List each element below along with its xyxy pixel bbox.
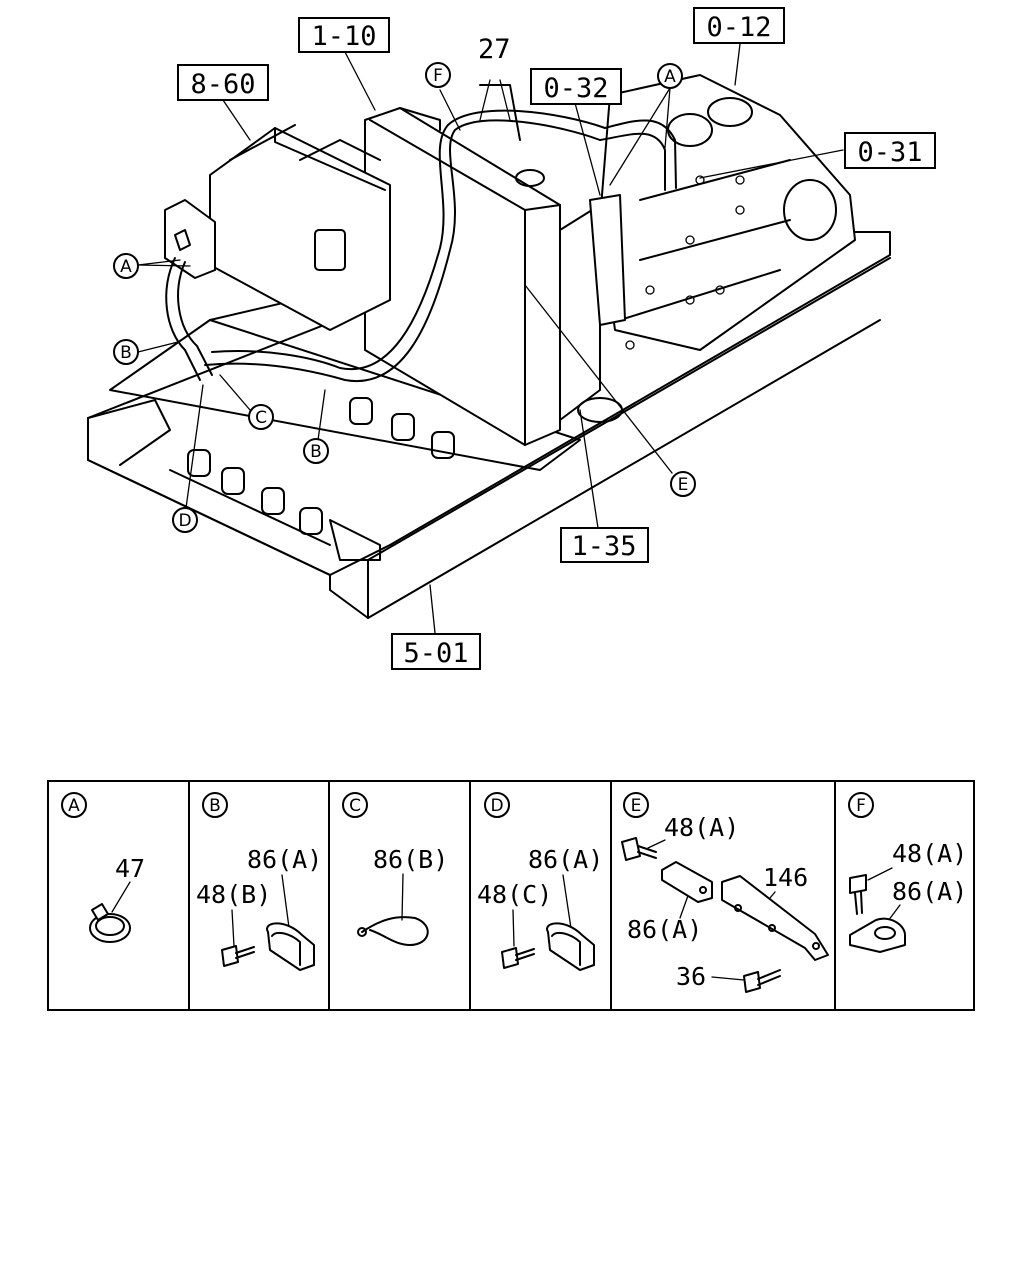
- callout-d: D: [172, 507, 198, 533]
- callout-a-top: A: [657, 63, 683, 89]
- ref-5-01[interactable]: 5-01: [391, 633, 481, 670]
- svg-text:86(A): 86(A): [528, 845, 603, 874]
- detail-panel-c: C 86(B): [342, 792, 448, 946]
- wire-clip-icon: [357, 916, 429, 946]
- callout-a-left: A: [113, 253, 139, 279]
- svg-text:C: C: [255, 408, 267, 428]
- clip-icon: [546, 922, 595, 971]
- svg-text:146: 146: [763, 863, 808, 892]
- svg-text:A: A: [664, 67, 676, 87]
- svg-text:E: E: [678, 475, 689, 495]
- svg-text:86(A): 86(A): [627, 915, 702, 944]
- svg-text:8-60: 8-60: [190, 69, 255, 100]
- svg-text:F: F: [433, 66, 443, 86]
- heater-unit: [164, 124, 391, 331]
- svg-text:C: C: [349, 796, 361, 816]
- ref-1-35[interactable]: 1-35: [560, 527, 649, 563]
- svg-text:B: B: [310, 442, 322, 462]
- svg-text:A: A: [120, 257, 132, 277]
- detail-table: A 47 B 86(A) 48(B): [47, 780, 975, 1011]
- detail-panel-d: D 86(A) 48(C): [477, 792, 603, 971]
- engine-block: [589, 74, 856, 351]
- svg-text:A: A: [68, 796, 80, 816]
- svg-text:48(C): 48(C): [477, 880, 552, 909]
- clip-icon: [661, 861, 713, 903]
- bracket-icon: [721, 875, 829, 961]
- ref-0-32[interactable]: 0-32: [530, 68, 622, 105]
- svg-text:B: B: [120, 343, 132, 363]
- hose-clamp-icon: [89, 903, 131, 943]
- detail-panel-f: F 48(A) 86(A): [848, 792, 967, 953]
- svg-text:B: B: [209, 796, 221, 816]
- ref-8-60[interactable]: 8-60: [177, 64, 269, 101]
- ref-0-12[interactable]: 0-12: [693, 7, 785, 44]
- svg-text:D: D: [178, 511, 191, 531]
- main-assembly-view: 1-10 8-60 0-12 0-32 0-31 1-35 5-01 27: [87, 7, 936, 670]
- ref-0-31[interactable]: 0-31: [844, 132, 936, 169]
- svg-text:47: 47: [115, 854, 145, 883]
- svg-text:48(B): 48(B): [196, 880, 271, 909]
- bolt-icon: [743, 969, 781, 993]
- callout-b-left: B: [113, 339, 139, 365]
- svg-text:5-01: 5-01: [403, 638, 468, 669]
- part-27-label: 27: [478, 34, 511, 65]
- callout-c: C: [248, 404, 274, 430]
- clip-icon: [849, 917, 906, 953]
- svg-text:0-12: 0-12: [706, 12, 771, 43]
- callout-e: E: [670, 471, 696, 497]
- bolt-icon: [621, 837, 657, 861]
- svg-text:1-10: 1-10: [311, 21, 376, 52]
- clip-icon: [266, 922, 315, 971]
- ref-1-10[interactable]: 1-10: [298, 17, 390, 53]
- svg-text:1-35: 1-35: [571, 531, 636, 562]
- svg-text:E: E: [631, 796, 642, 816]
- svg-text:48(A): 48(A): [892, 839, 967, 868]
- bolt-icon: [501, 947, 535, 969]
- svg-text:48(A): 48(A): [664, 813, 739, 842]
- svg-text:86(B): 86(B): [373, 845, 448, 874]
- svg-text:0-31: 0-31: [857, 137, 922, 168]
- callout-f: F: [425, 62, 451, 88]
- bolt-icon: [849, 874, 867, 915]
- radiator-tank: [364, 84, 623, 446]
- svg-text:86(A): 86(A): [247, 845, 322, 874]
- svg-text:36: 36: [676, 962, 706, 991]
- callout-b-lower: B: [303, 438, 329, 464]
- svg-text:F: F: [856, 796, 866, 816]
- detail-panel-a: A 47: [61, 792, 145, 943]
- detail-panel-b: B 86(A) 48(B): [196, 792, 322, 971]
- leader-lines: [137, 43, 844, 634]
- svg-text:D: D: [490, 796, 503, 816]
- detail-panel-e: E 48(A) 146 86(A) 36: [621, 792, 829, 993]
- bolt-icon: [221, 945, 255, 967]
- svg-text:0-32: 0-32: [543, 73, 608, 104]
- svg-text:86(A): 86(A): [892, 877, 967, 906]
